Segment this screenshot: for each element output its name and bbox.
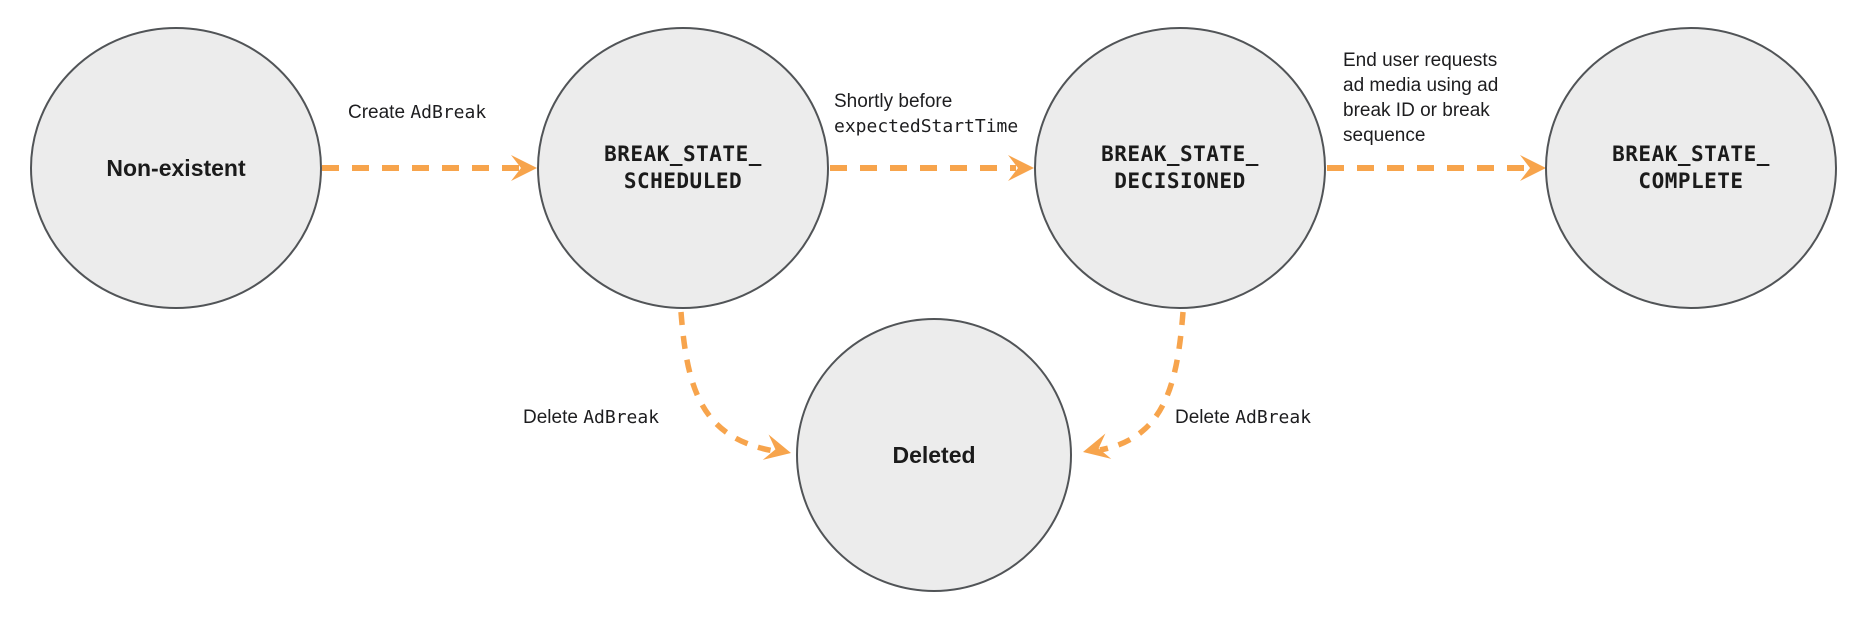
state-label-line: SCHEDULED <box>623 169 743 193</box>
state-label-line: Non-existent <box>106 155 246 181</box>
state-label-line: DECISIONED <box>1114 169 1246 193</box>
state-circle-non-existent <box>30 27 322 309</box>
edge-label-text: ad media using ad <box>1343 75 1499 96</box>
edge-label-end-user-requests: End user requests ad media using ad break … <box>1343 48 1498 148</box>
edge-delete-from-decisioned <box>1099 311 1186 453</box>
state-label-break-state-decisioned: BREAK_STATE_ DECISIONED <box>1101 141 1259 195</box>
state-label-line: BREAK_STATE_ <box>1101 142 1259 166</box>
state-circle-break-state-scheduled <box>537 27 829 309</box>
edge-label-delete-adbreak-right: Delete AdBreak <box>1175 405 1311 430</box>
state-label-break-state-scheduled: BREAK_STATE_ SCHEDULED <box>604 141 762 195</box>
arrowhead-icon-shortly-before <box>1008 155 1034 181</box>
state-label-deleted: Deleted <box>892 441 975 469</box>
arrowhead-icon-delete-from-scheduled <box>762 434 791 460</box>
edge-label-text: AdBreak <box>410 102 487 123</box>
edge-label-text: sequence <box>1343 125 1426 146</box>
state-label-line: BREAK_STATE_ <box>1612 142 1770 166</box>
state-label-line: BREAK_STATE_ <box>604 142 762 166</box>
state-circle-deleted <box>796 318 1072 592</box>
edge-label-shortly-before-expected-start-time: Shortly before expectedStartTime <box>834 89 1018 139</box>
edge-label-text: Delete <box>1175 407 1236 428</box>
edge-label-text: AdBreak <box>583 407 660 428</box>
edge-label-text: Delete <box>523 407 584 428</box>
edge-label-delete-adbreak-left: Delete AdBreak <box>523 405 659 430</box>
edge-label-text: break ID or break <box>1343 100 1490 121</box>
edge-label-text: expectedStartTime <box>834 116 1019 137</box>
edge-label-text: Shortly before <box>834 91 953 112</box>
arrowhead-icon-end-user-request <box>1520 155 1546 181</box>
edge-label-text: AdBreak <box>1235 407 1312 428</box>
edge-label-text: End user requests <box>1343 50 1498 71</box>
state-label-break-state-complete: BREAK_STATE_ COMPLETE <box>1612 141 1770 195</box>
edge-label-text: Create <box>348 102 411 123</box>
state-label-line: Deleted <box>892 442 976 468</box>
edge-label-create-adbreak: Create AdBreak <box>348 100 486 125</box>
state-circle-break-state-decisioned <box>1034 27 1326 309</box>
edge-delete-from-scheduled <box>678 311 775 454</box>
state-label-non-existent: Non-existent <box>106 154 245 182</box>
state-circle-break-state-complete <box>1545 27 1837 309</box>
arrowhead-icon-create-adbreak <box>511 155 537 181</box>
arrowhead-icon-delete-from-decisioned <box>1083 433 1112 459</box>
state-label-line: COMPLETE <box>1638 169 1744 193</box>
